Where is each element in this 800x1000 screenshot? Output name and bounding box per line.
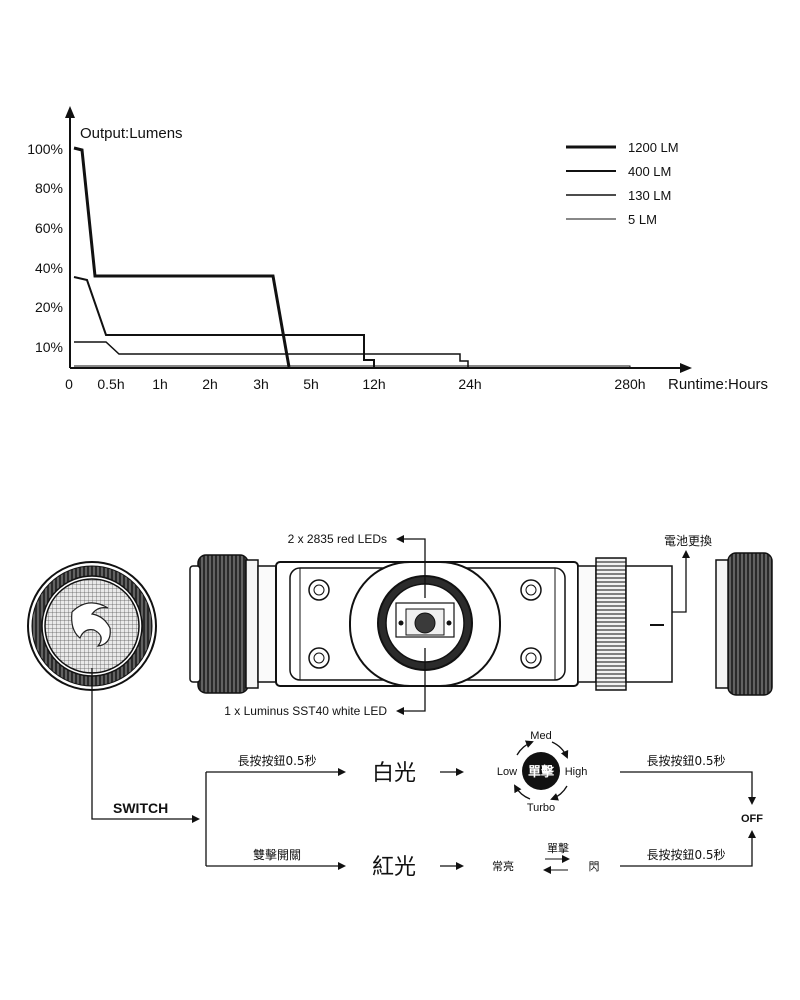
callout-battery-swap: 電池更換 (664, 534, 712, 613)
x-tick-label: 24h (458, 376, 481, 392)
y-tick-label: 10% (35, 339, 63, 355)
chart-legend: 1200 LM 400 LM 130 LM 5 LM (566, 140, 679, 227)
legend-label: 5 LM (628, 212, 657, 227)
x-tick-label: 0.5h (97, 376, 124, 392)
operation-flow: SWITCH 長按按鈕0.5秒 雙擊開關 白光 單擊 Med Low High … (91, 668, 763, 880)
switch-cap-illustration (27, 561, 157, 691)
y-tick-label: 60% (35, 220, 63, 236)
red-leds-label: 2 x 2835 red LEDs (288, 532, 387, 546)
callout-red-leds: 2 x 2835 red LEDs (288, 532, 426, 598)
mode-high-label: High (565, 766, 588, 778)
y-tick-label: 80% (35, 180, 63, 196)
series-line-5lm (74, 365, 631, 367)
x-tick-label: 280h (614, 376, 645, 392)
callout-white-led: 1 x Luminus SST40 white LED (224, 648, 426, 718)
series-line-130lm (74, 341, 469, 367)
x-axis-arrow (680, 363, 692, 373)
double-click-label: 雙擊開關 (253, 847, 301, 862)
mode-turbo-label: Turbo (527, 802, 555, 814)
switch-label: SWITCH (113, 800, 168, 816)
legend-label: 130 LM (628, 188, 671, 203)
off-label: OFF (741, 813, 763, 825)
logo-icon (71, 602, 111, 647)
steady-label: 常亮 (492, 859, 514, 873)
red-light-label: 紅光 (372, 855, 416, 880)
legend-label: 1200 LM (628, 140, 679, 155)
long-press-off-bottom-label: 長按按鈕0.5秒 (646, 848, 725, 862)
x-tick-label: 5h (303, 376, 319, 392)
battery-swap-label: 電池更換 (664, 534, 712, 548)
flashlight-illustration (189, 552, 773, 696)
red-led-left (398, 620, 404, 626)
long-press-off-top-label: 長按按鈕0.5秒 (646, 754, 725, 768)
white-light-label: 白光 (372, 761, 416, 786)
series-line-400lm (73, 276, 375, 367)
long-press-white-label: 長按按鈕0.5秒 (237, 754, 316, 768)
y-tick-label: 20% (35, 299, 63, 315)
mode-low-label: Low (497, 766, 517, 778)
y-axis-arrow (65, 106, 75, 118)
flash-label: 閃 (589, 860, 600, 873)
x-tick-label: 1h (152, 376, 168, 392)
runtime-chart: Output:Lumens Runtime:Hours 100% 80% 60%… (27, 106, 768, 393)
single-click-center-label: 單擊 (528, 764, 555, 780)
x-tick-label: 2h (202, 376, 218, 392)
x-tick-label: 3h (253, 376, 269, 392)
mode-med-label: Med (530, 730, 551, 742)
white-led-label: 1 x Luminus SST40 white LED (224, 704, 387, 718)
x-tick-label: 12h (362, 376, 385, 392)
legend-label: 400 LM (628, 164, 671, 179)
x-axis-title: Runtime:Hours (668, 376, 768, 393)
red-led-right (446, 620, 452, 626)
x-tick-label: 0 (65, 376, 73, 392)
mode-cycle: 單擊 Med Low High Turbo (497, 730, 587, 814)
y-axis-title: Output:Lumens (80, 125, 183, 142)
single-click-label: 單擊 (547, 841, 569, 855)
y-tick-label: 40% (35, 260, 63, 276)
series-line-1200lm (73, 146, 291, 368)
y-tick-label: 100% (27, 141, 63, 157)
